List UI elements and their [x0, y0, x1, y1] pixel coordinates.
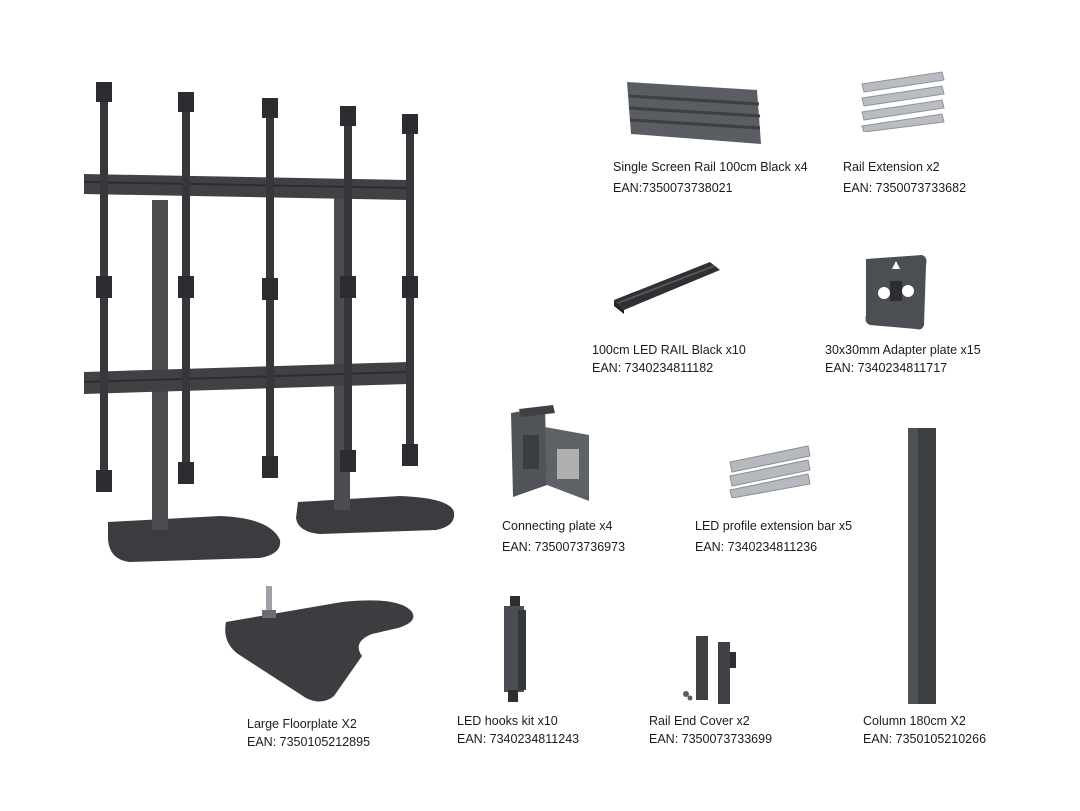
item-label: LED hooks kit x10: [457, 714, 558, 728]
led-rail-caption: 100cm LED RAIL Black x10 EAN: 7340234811…: [592, 343, 746, 376]
rail-extension-image: [858, 70, 948, 132]
item-label: 100cm LED RAIL Black x10: [592, 343, 746, 357]
item-label: Connecting plate x4: [502, 519, 613, 533]
item-ean: EAN: 7350073733699: [649, 732, 773, 746]
item-label: Column 180cm X2: [863, 714, 966, 728]
item-ean: EAN: 7350105210266: [863, 732, 987, 746]
item-label: 30x30mm Adapter plate x15: [825, 343, 981, 357]
led-hooks-image: [496, 596, 532, 702]
connecting-plate-image: [505, 405, 593, 507]
item-label: LED profile extension bar x5: [695, 519, 853, 533]
item-ean: EAN:7350073738021: [613, 181, 733, 195]
led-rail-image: [612, 258, 722, 316]
column-caption: Column 180cm X2 EAN: 7350105210266: [863, 714, 986, 747]
item-ean: EAN: 7340234811243: [457, 732, 580, 746]
item-ean: EAN: 7350073736973: [502, 540, 626, 554]
led-profile-bar-caption: LED profile extension bar x5 EAN: 734023…: [695, 519, 852, 555]
adapter-plate-image: [862, 253, 930, 331]
single-screen-rail-caption: Single Screen Rail 100cm Black x4 EAN:73…: [613, 160, 808, 196]
item-ean: EAN: 7340234811717: [825, 361, 948, 375]
rail-extension-caption: Rail Extension x2 EAN: 7350073733682: [843, 160, 966, 196]
item-label: Rail Extension x2: [843, 160, 940, 174]
item-ean: EAN: 7350073733682: [843, 181, 967, 195]
item-ean: EAN: 7350105212895: [247, 735, 371, 749]
column-image: [904, 426, 940, 706]
led-profile-bar-image: [728, 444, 812, 498]
single-screen-rail-image: [625, 78, 765, 148]
adapter-plate-caption: 30x30mm Adapter plate x15 EAN: 734023481…: [825, 343, 981, 376]
large-floorplate-caption: Large Floorplate X2 EAN: 7350105212895: [247, 717, 370, 750]
large-floorplate-image: [222, 582, 422, 707]
led-hooks-caption: LED hooks kit x10 EAN: 7340234811243: [457, 714, 579, 747]
item-ean: EAN: 7340234811182: [592, 361, 714, 375]
item-label: Single Screen Rail 100cm Black x4: [613, 160, 808, 174]
rail-end-cover-image: [678, 632, 748, 706]
assembled-stand-image: [70, 70, 470, 570]
item-label: Large Floorplate X2: [247, 717, 357, 731]
item-ean: EAN: 7340234811236: [695, 540, 818, 554]
connecting-plate-caption: Connecting plate x4 EAN: 7350073736973: [502, 519, 625, 555]
rail-end-cover-caption: Rail End Cover x2 EAN: 7350073733699: [649, 714, 772, 747]
item-label: Rail End Cover x2: [649, 714, 750, 728]
